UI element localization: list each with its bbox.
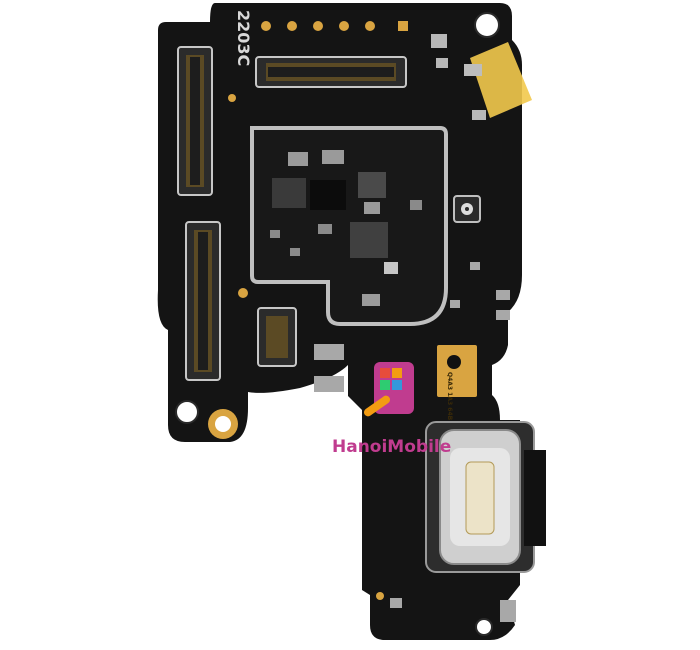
tape-component — [464, 64, 482, 76]
mounting-hole — [175, 400, 199, 424]
btb-connector-small — [257, 307, 297, 367]
mounting-hole — [475, 618, 493, 636]
screw-pad-hole — [215, 416, 231, 432]
btb-connector-left-upper — [177, 46, 213, 196]
component — [436, 58, 448, 68]
kapton-tape — [470, 42, 532, 118]
board-code-silkscreen: 2203C — [234, 10, 253, 66]
rf-coax-connector — [453, 195, 481, 223]
btb-connector-left-lower — [185, 221, 221, 381]
microphone-chip: Q4A3 1A3 64B — [437, 345, 477, 421]
smd-components — [314, 262, 516, 622]
mounting-hole — [474, 12, 500, 38]
usb-c-tongue — [465, 461, 495, 535]
shield-components — [270, 150, 422, 306]
shield-can-outline — [250, 126, 448, 326]
chip-marking: Q4A3 1A3 64B — [446, 372, 453, 421]
component — [431, 34, 447, 48]
component — [472, 110, 486, 120]
btb-connector-top — [255, 56, 407, 88]
usb-c-port — [425, 421, 546, 573]
phone-wrench-logo-icon — [363, 362, 414, 417]
watermark-brand: HanoiMobile — [332, 437, 451, 457]
test-pads — [228, 21, 408, 600]
